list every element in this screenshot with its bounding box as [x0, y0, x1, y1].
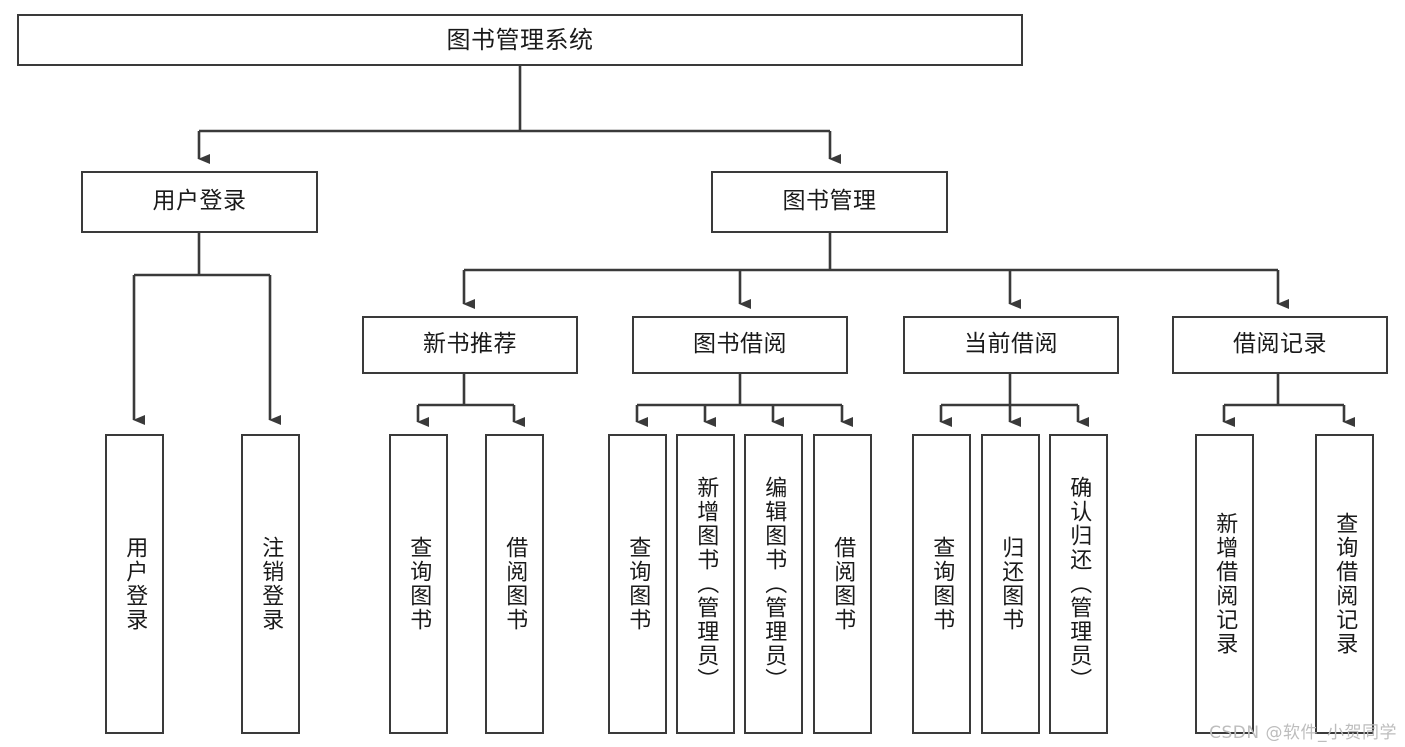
node-book-management[interactable]: 图书管理	[711, 171, 948, 233]
node-label: 当前借阅	[964, 331, 1058, 358]
node-current-borrow[interactable]: 当前借阅	[903, 316, 1119, 374]
node-label: 借阅图书	[502, 536, 528, 632]
node-label: 注销登录	[258, 536, 284, 632]
node-book-management-system[interactable]: 图书管理系统	[17, 14, 1023, 66]
node-label: 新增借阅记录	[1212, 512, 1238, 656]
node-label: 查询图书	[406, 536, 432, 632]
node-label: 用户登录	[122, 536, 148, 632]
node-book-borrow[interactable]: 图书借阅	[632, 316, 848, 374]
node-label: 查询借阅记录	[1332, 512, 1358, 656]
node-label: 图书管理系统	[446, 25, 594, 54]
leaf-record-add[interactable]: 新增借阅记录	[1195, 434, 1254, 734]
node-label: 查询图书	[929, 536, 955, 632]
leaf-current-query-book[interactable]: 查询图书	[912, 434, 971, 734]
leaf-new-book-borrow[interactable]: 借阅图书	[485, 434, 544, 734]
node-label: 借阅图书	[830, 536, 856, 632]
leaf-current-return-book[interactable]: 归还图书	[981, 434, 1040, 734]
leaf-current-confirm-return[interactable]: 确认归还（管理员）	[1049, 434, 1108, 734]
node-label: 图书借阅	[693, 331, 787, 358]
node-label: 用户登录	[152, 188, 247, 215]
leaf-new-book-query[interactable]: 查询图书	[389, 434, 448, 734]
node-label: 归还图书	[998, 536, 1024, 632]
node-label: 查询图书	[625, 536, 651, 632]
node-new-book-recommend[interactable]: 新书推荐	[362, 316, 578, 374]
node-label: 新书推荐	[423, 331, 517, 358]
leaf-borrow-add-book[interactable]: 新增图书（管理员）	[676, 434, 735, 734]
node-borrow-record[interactable]: 借阅记录	[1172, 316, 1388, 374]
node-label: 确认归还（管理员）	[1066, 476, 1092, 692]
leaf-record-query[interactable]: 查询借阅记录	[1315, 434, 1374, 734]
node-user-login[interactable]: 用户登录	[81, 171, 318, 233]
leaf-borrow-edit-book[interactable]: 编辑图书（管理员）	[744, 434, 803, 734]
leaf-user-login-logout[interactable]: 注销登录	[241, 434, 300, 734]
node-label: 编辑图书（管理员）	[761, 476, 787, 692]
node-label: 借阅记录	[1233, 331, 1327, 358]
leaf-user-login-login[interactable]: 用户登录	[105, 434, 164, 734]
node-label: 新增图书（管理员）	[693, 476, 719, 692]
leaf-borrow-borrow-book[interactable]: 借阅图书	[813, 434, 872, 734]
node-label: 图书管理	[782, 188, 877, 215]
leaf-borrow-query-book[interactable]: 查询图书	[608, 434, 667, 734]
